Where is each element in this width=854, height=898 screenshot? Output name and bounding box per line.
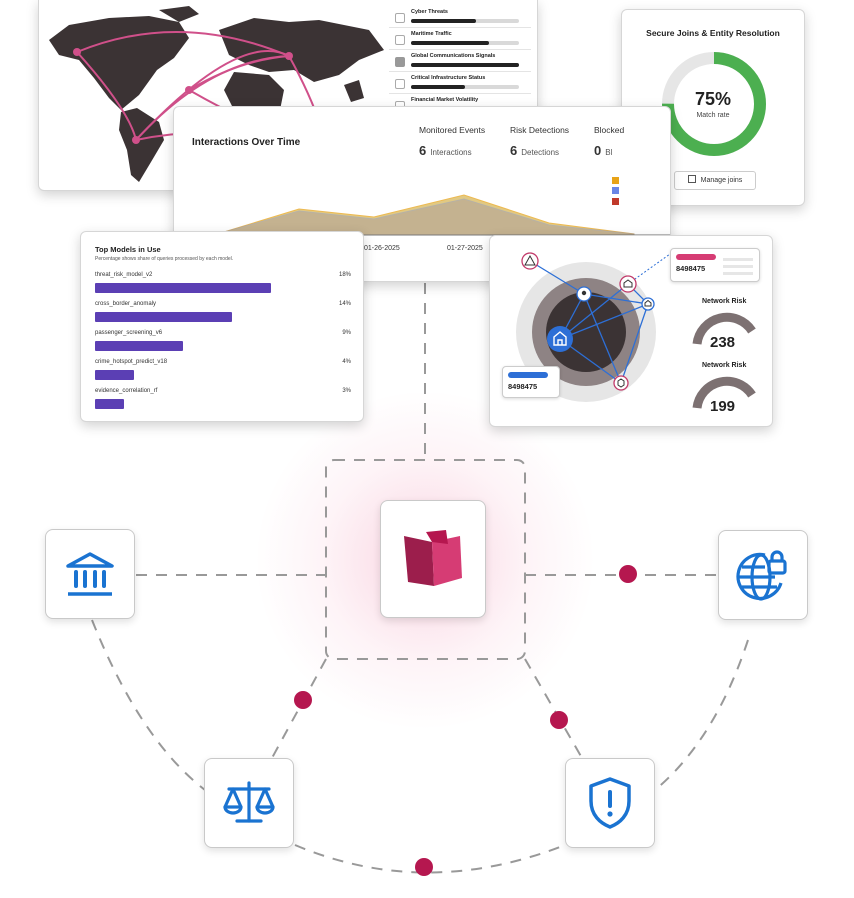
model-share: 18% bbox=[338, 272, 351, 278]
map-layer-item[interactable]: Critical Infrastructure Status bbox=[389, 72, 531, 94]
layer-checkbox[interactable] bbox=[395, 13, 405, 23]
layer-level-track bbox=[411, 19, 519, 23]
institution-tile[interactable] bbox=[45, 529, 135, 619]
model-name: cross_border_anomaly bbox=[95, 301, 157, 307]
model-share: 3% bbox=[342, 388, 351, 394]
model-row[interactable]: threat_risk_model_v2 18% bbox=[95, 272, 351, 293]
model-share-bar bbox=[95, 312, 232, 322]
network-risk-panel: 8498475 8498475 Network Risk 238 Network… bbox=[489, 235, 773, 427]
entity-card-bottom[interactable]: 8498475 bbox=[502, 366, 560, 398]
model-row[interactable]: passenger_screening_v6 9% bbox=[95, 330, 351, 351]
network-risk-value: 199 bbox=[710, 398, 736, 415]
match-rate-ring bbox=[662, 52, 766, 156]
home-hub-icon bbox=[547, 326, 573, 352]
model-name: evidence_correlation_rf bbox=[95, 388, 158, 394]
layer-label: Global Communications Signals bbox=[411, 53, 496, 59]
model-row[interactable]: cross_border_anomaly 14% bbox=[95, 301, 351, 322]
match-rate-label: Match rate bbox=[696, 112, 730, 119]
layer-checkbox[interactable] bbox=[395, 57, 405, 67]
connector-dot bbox=[294, 691, 312, 709]
model-share-bar bbox=[95, 370, 135, 380]
layer-level-fill bbox=[411, 63, 519, 67]
layer-label: Maritime Traffic bbox=[411, 31, 452, 37]
box-node-icon bbox=[613, 375, 629, 391]
home-node-icon bbox=[641, 297, 655, 311]
entity-card-top[interactable]: 8498475 bbox=[670, 248, 760, 282]
security-alert-tile[interactable] bbox=[565, 758, 655, 848]
model-name: threat_risk_model_v2 bbox=[95, 272, 153, 278]
layer-checkbox[interactable] bbox=[395, 35, 405, 45]
match-rate-value: 75% bbox=[694, 89, 732, 109]
network-risk-label: Network Risk bbox=[702, 362, 747, 369]
model-share-bar bbox=[95, 399, 125, 409]
bank-icon bbox=[66, 552, 114, 596]
layer-level-fill bbox=[411, 41, 489, 45]
layer-level-fill bbox=[411, 19, 476, 23]
home-node-icon bbox=[619, 275, 637, 293]
model-row[interactable]: crime_hotspot_predict_v18 4% bbox=[95, 359, 351, 380]
manage-joins-button[interactable]: Manage joins bbox=[674, 171, 756, 190]
brand-logo-icon bbox=[404, 530, 462, 586]
interactions-title: Interactions Over Time bbox=[192, 137, 301, 148]
model-share-bar bbox=[95, 283, 271, 293]
layer-level-track bbox=[411, 63, 519, 67]
globe-lock-icon bbox=[736, 550, 787, 601]
top-models-title: Top Models in Use bbox=[95, 245, 161, 254]
layer-checkbox[interactable] bbox=[395, 79, 405, 89]
secure-network-tile[interactable] bbox=[718, 530, 808, 620]
model-share-bar bbox=[95, 341, 183, 351]
x-tick-label: 01-27-2025 bbox=[447, 245, 483, 252]
scales-icon bbox=[223, 781, 275, 823]
map-layer-item[interactable]: Cyber Threats bbox=[389, 6, 531, 28]
model-row[interactable]: evidence_correlation_rf 3% bbox=[95, 388, 351, 409]
model-share: 9% bbox=[342, 330, 351, 336]
layer-level-fill bbox=[411, 85, 465, 89]
map-layer-item[interactable]: Maritime Traffic bbox=[389, 28, 531, 50]
layer-label: Critical Infrastructure Status bbox=[411, 75, 486, 81]
connector-dot bbox=[415, 858, 433, 876]
shield-alert-icon bbox=[589, 777, 631, 829]
model-share: 4% bbox=[342, 359, 351, 365]
center-logo-tile[interactable] bbox=[380, 500, 486, 618]
connector-dot bbox=[550, 711, 568, 729]
model-share: 14% bbox=[338, 301, 351, 307]
layer-level-track bbox=[411, 41, 519, 45]
layer-label: Cyber Threats bbox=[411, 9, 448, 15]
justice-tile[interactable] bbox=[204, 758, 294, 848]
x-tick-label: 01-26-2025 bbox=[364, 245, 400, 252]
legend-swatch bbox=[612, 198, 619, 205]
connector-dot bbox=[619, 565, 637, 583]
network-risk-label: Network Risk bbox=[702, 298, 747, 305]
calendar-icon bbox=[687, 175, 696, 183]
layer-level-track bbox=[411, 85, 519, 89]
top-models-subtitle: Percentage shows share of queries proces… bbox=[95, 256, 234, 262]
model-name: crime_hotspot_predict_v18 bbox=[95, 359, 168, 365]
legend-swatch bbox=[612, 187, 619, 194]
model-name: passenger_screening_v6 bbox=[95, 330, 163, 336]
legend-swatch bbox=[612, 177, 619, 184]
secure-joins-title: Secure Joins & Entity Resolution bbox=[646, 28, 780, 38]
network-risk-value: 238 bbox=[710, 334, 736, 351]
network-graph[interactable] bbox=[490, 236, 773, 427]
map-layer-item[interactable]: Global Communications Signals bbox=[389, 50, 531, 72]
layer-label: Financial Market Volatility bbox=[411, 97, 479, 103]
top-models-panel: Top Models in Use Percentage shows share… bbox=[80, 231, 364, 422]
